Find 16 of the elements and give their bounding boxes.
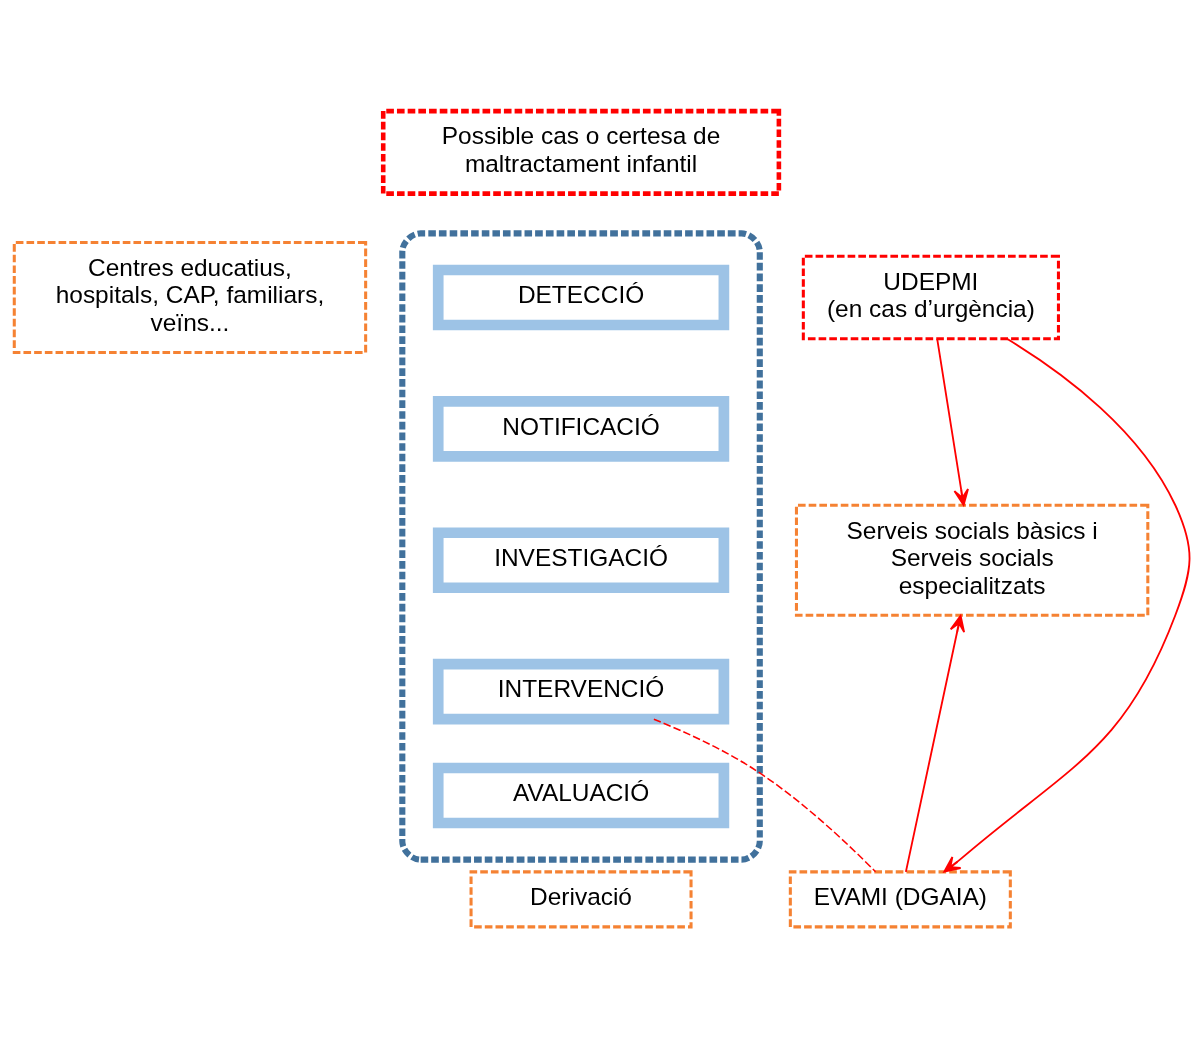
arrow bbox=[943, 337, 1191, 873]
node-box: EVAMI (DGAIA) bbox=[788, 869, 1012, 928]
node-box: INTERVENCIÓ bbox=[432, 658, 730, 724]
node-box: Serveis socials bàsics i Serveis socials especialitzats bbox=[794, 503, 1150, 617]
node-box: DETECCIÓ bbox=[432, 264, 730, 330]
node-box: AVALUACIÓ bbox=[432, 762, 730, 828]
node-box: UDEPMI (en cas d’urgència) bbox=[801, 254, 1060, 340]
arrow bbox=[904, 614, 966, 873]
node-box: Derivació bbox=[469, 869, 693, 928]
node-box: INVESTIGACIÓ bbox=[432, 526, 730, 593]
node-box: NOTIFICACIÓ bbox=[432, 395, 730, 462]
connector bbox=[653, 718, 877, 873]
arrow bbox=[936, 337, 969, 506]
node-box: Centres educatius, hospitals, CAP, familiars, veïns... bbox=[12, 240, 368, 354]
node-box: Possible cas o certesa de maltractament infantil bbox=[380, 108, 782, 196]
cluster bbox=[399, 229, 763, 863]
